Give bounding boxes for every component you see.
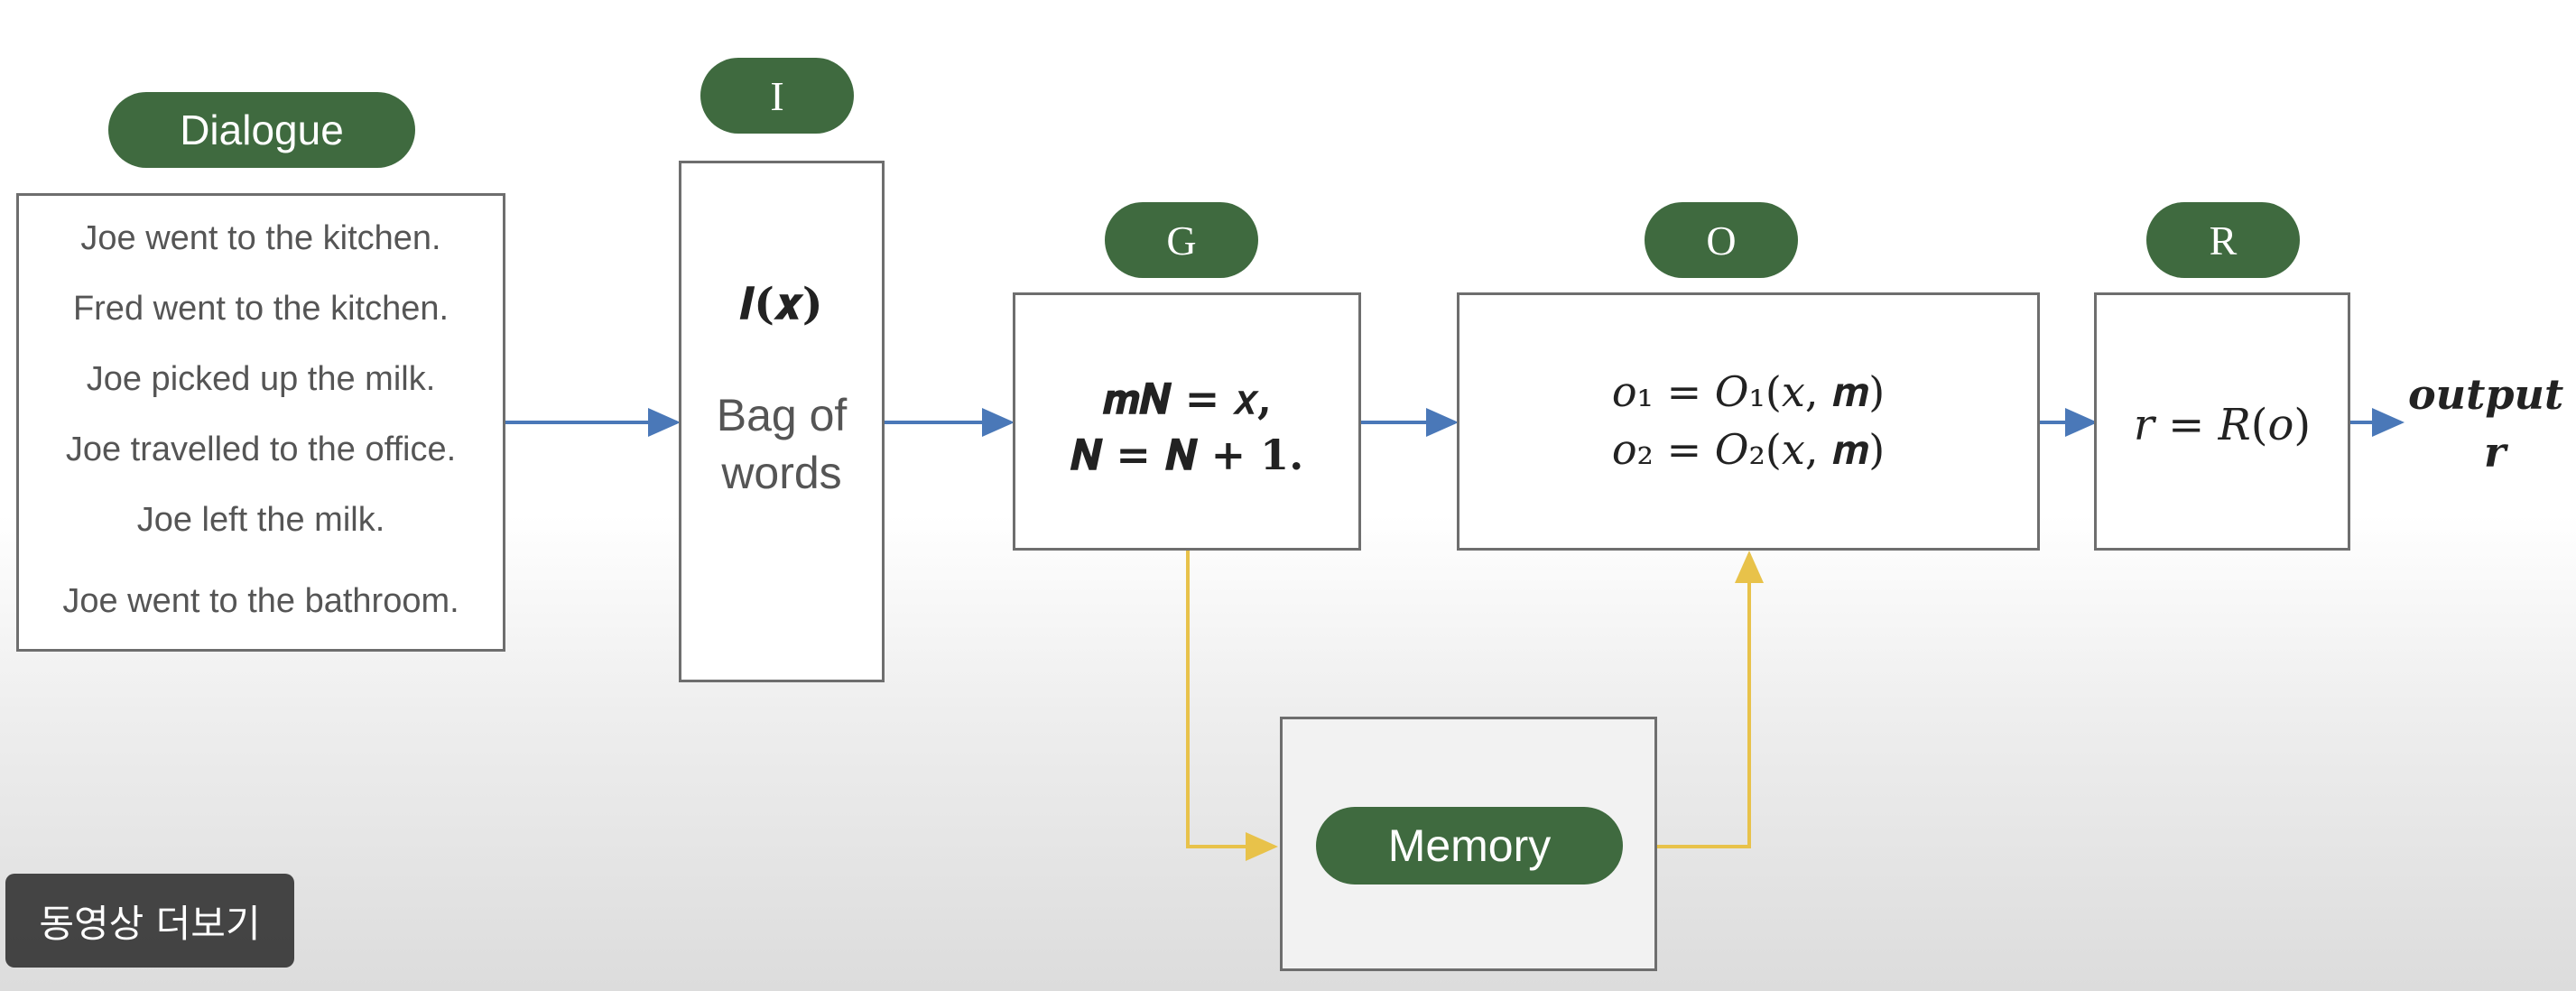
generalization-module-box: 𝒎𝑵 = 𝑥, 𝑵 = 𝑵 + 𝟏. <box>1013 292 1361 551</box>
dialogue-label-text: Dialogue <box>180 107 344 153</box>
input-module-label: I <box>700 58 854 134</box>
dialogue-line: Fred went to the kitchen. <box>72 290 449 328</box>
arrow-g-to-memory <box>1186 551 1278 861</box>
g-formula-line2: 𝑵 = 𝑵 + 𝟏. <box>1070 431 1304 479</box>
dialogue-label: Dialogue <box>108 92 415 168</box>
dialogue-box: Joe went to the kitchen. Fred went to th… <box>16 193 505 652</box>
more-videos-label: 동영상 더보기 <box>39 901 261 946</box>
memory-label-text: Memory <box>1387 820 1552 871</box>
response-module-label: R <box>2146 202 2300 278</box>
response-module-box: 𝑟 = 𝑅(𝑜) <box>2094 292 2350 551</box>
input-text-line1: Bag of <box>716 390 848 440</box>
input-module-box: 𝑰(𝒙) Bag of words <box>679 161 885 682</box>
generalization-module-label: G <box>1105 202 1258 278</box>
r-formula: 𝑟 = 𝑅(𝑜) <box>2133 400 2312 450</box>
dialogue-line: Joe went to the bathroom. <box>62 582 459 620</box>
input-text-line2: words <box>721 448 842 498</box>
final-output-label: output <box>2408 370 2564 419</box>
output-module-label-text: O <box>1706 217 1737 264</box>
input-formula: 𝑰(𝒙) <box>740 279 823 329</box>
input-module-label-text: I <box>770 72 784 119</box>
response-module-label-text: R <box>2209 217 2238 264</box>
g-formula-line1: 𝒎𝑵 = 𝑥, <box>1102 375 1272 423</box>
dialogue-line: Joe went to the kitchen. <box>80 219 441 257</box>
arrow-memory-to-o <box>1657 551 1764 848</box>
dialogue-line: Joe travelled to the office. <box>65 431 457 468</box>
dialogue-line: Joe picked up the milk. <box>86 360 436 398</box>
o-formula-line1: 𝑜₁ = 𝑂₁(𝑥, 𝒎) <box>1611 367 1886 416</box>
memory-label: Memory <box>1316 807 1623 884</box>
output-module-label: O <box>1645 202 1798 278</box>
dialogue-line: Joe left the milk. <box>136 501 385 539</box>
o-formula-line2: 𝑜₂ = 𝑂₂(𝑥, 𝒎) <box>1611 425 1886 474</box>
generalization-module-label-text: G <box>1166 217 1197 264</box>
output-module-box: 𝑜₁ = 𝑂₁(𝑥, 𝒎) 𝑜₂ = 𝑂₂(𝑥, 𝒎) <box>1457 292 2040 551</box>
final-output-symbol: r <box>2484 428 2507 477</box>
more-videos-button[interactable]: 동영상 더보기 <box>5 874 294 968</box>
